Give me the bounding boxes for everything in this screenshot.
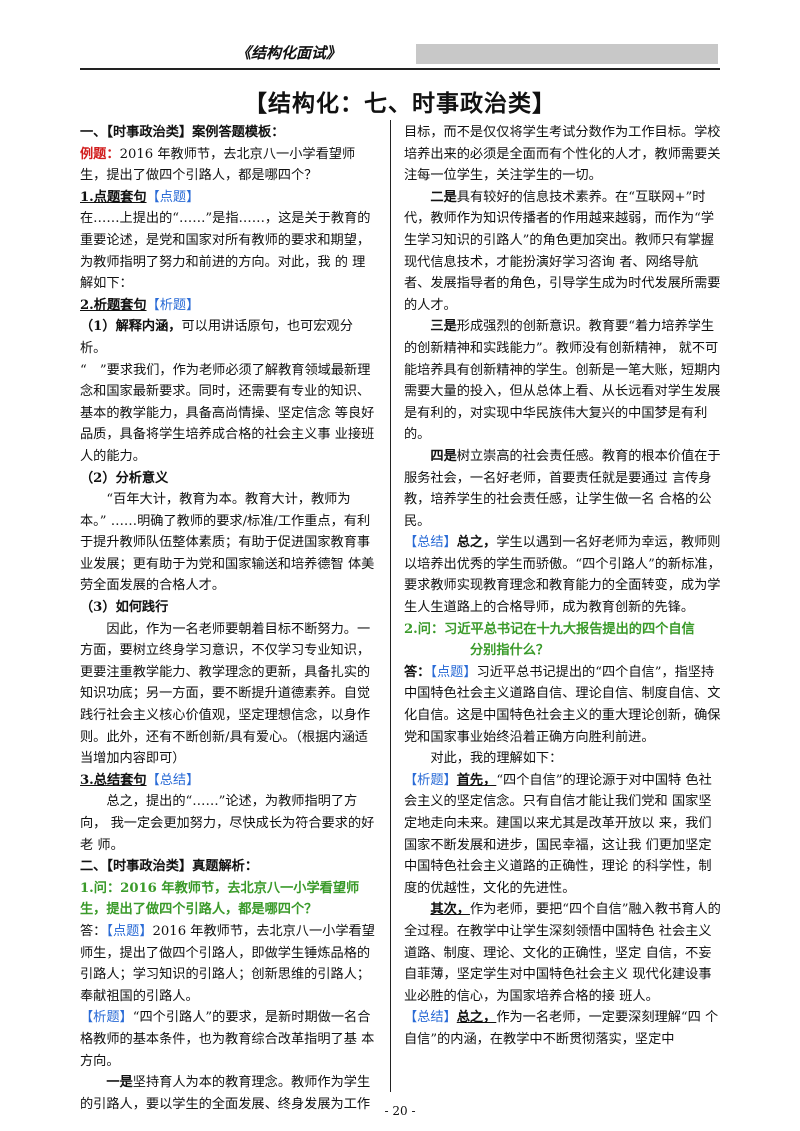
- paragraph-summary-1: 【总结】总之，学生以遇到一名好老师为幸运，教师则以培养出优秀的学生而骄傲。“四个…: [404, 532, 722, 618]
- answer-1: 答：【点题】2016 年教师节，去北京八一小学看望师生，提出了做四个引路人，即做…: [80, 921, 376, 1007]
- answer-2-text: 习近平总书记提出的“四个自信”，指坚持中国特色社会主义道路自信、理论自信、制度自…: [404, 664, 721, 745]
- header-title: 《结构化面试》: [236, 44, 342, 62]
- xiti-tag: 【析题】: [146, 297, 200, 313]
- paragraph-understanding: 对此，我的理解如下：: [430, 751, 563, 767]
- answer-2-label: 答：: [404, 664, 431, 680]
- subheading-xiti-num: 2.析题套句: [80, 297, 147, 313]
- answer-2: 答：【点题】习近平总书记提出的“四个自信”，指坚持中国特色社会主义道路自信、理论…: [404, 662, 722, 748]
- example-label: 例题：: [80, 146, 120, 162]
- answer-1-analysis: 【析题】“四个引路人”的要求，是新时期做一名合格教师的基本条件，也为教育综合改革…: [80, 1007, 376, 1072]
- point-3-lead: 三是: [430, 319, 457, 335]
- summary-1-text: 学生以遇到一名好老师为幸运，教师则以培养出优秀的学生而骄傲。“四个引路人”的新标…: [404, 535, 721, 616]
- point-3-text: 形成强烈的创新意识。教育要“着力培养学生的创新精神和实践能力”。教师没有创新精神…: [404, 319, 721, 443]
- item-meaning: （2）分析意义: [80, 468, 376, 490]
- paragraph-zongjie: 总之，提出的“……”论述，为教师指明了方向， 我一定会更加努力，尽快成长为符合要…: [80, 794, 375, 853]
- answer-1-label: 答：: [80, 923, 107, 939]
- item-practice-num: （3）: [80, 600, 116, 616]
- subheading-zongjie-num: 3.总结套句: [80, 772, 147, 788]
- point-1-lead: 一是: [106, 1075, 133, 1091]
- right-column: 目标，而不是仅仅将学生考试分数作为工作目标。学校培养出来的必须是全面而有个性化的…: [404, 122, 722, 1051]
- first-lead: 首先，: [456, 772, 497, 788]
- point-2-text: 具有较好的信息技术素养。在“互联网+”时代，教师作为知识传播者的作用越来越弱，而…: [404, 189, 721, 313]
- second-lead: 其次，: [430, 902, 470, 918]
- paragraph-point-1-cont: 目标，而不是仅仅将学生考试分数作为工作目标。学校培养出来的必须是全面而有个性化的…: [404, 125, 721, 184]
- first-text: “四个自信”的理论源于对中国特 色社会主义的坚定信念。只有自信才能让我们党和 国…: [404, 772, 712, 896]
- example-question: 例题：2016 年教师节，去北京八一小学看望师生，提出了做四个引路人，都是哪四个…: [80, 144, 376, 187]
- subheading-zongjie: 3.总结套句【总结】: [80, 770, 376, 792]
- summary-1-tag: 【总结】: [404, 535, 457, 551]
- zongjie-tag: 【总结】: [146, 772, 200, 788]
- dianti-tag: 【点题】: [146, 189, 200, 205]
- paragraph-summary-2: 【总结】总之，作为一名老师，一定要深刻理解“四 个自信”的内涵，在教学中不断贯彻…: [404, 1007, 722, 1050]
- first-tag: 【析题】: [404, 772, 457, 788]
- column-divider: [390, 120, 391, 1092]
- paragraph-meaning: “百年大计，教育为本。教育大计，教师为本。” ……明确了教师的要求/标准/工作重…: [80, 492, 375, 594]
- item-meaning-title: 分析意义: [115, 470, 169, 486]
- section-heading-template: 一、【时事政治类】案例答题模板：: [80, 125, 285, 140]
- page-title: 【结构化：七、时事政治类】: [244, 90, 556, 117]
- item-explain-title: 解释内涵，: [115, 319, 182, 335]
- item-practice-title: 如何践行: [115, 600, 169, 616]
- question-2-line-1: 2.问：习近平总书记在十九大报告提出的四个自信: [404, 621, 695, 637]
- question-1: 1.问：2016 年教师节，去北京八一小学看望师生，提出了做四个引路人，都是哪四…: [80, 880, 360, 918]
- answer-1-analysis-tag: 【析题】: [80, 1010, 133, 1026]
- paragraph-explain: “ ”要求我们，作为老师必须了解教育领域最新理念和国家最新要求。同时，还需要有专…: [80, 362, 375, 464]
- subheading-xiti: 2.析题套句【析题】: [80, 295, 376, 317]
- header-rule: [80, 68, 720, 70]
- point-2-lead: 二是: [430, 189, 457, 205]
- item-practice: （3）如何践行: [80, 597, 376, 619]
- item-meaning-num: （2）: [80, 470, 116, 486]
- summary-1-lead: 总之，: [456, 535, 497, 551]
- example-text: 2016 年教师节，去北京八一小学看望师生，提出了做四个引路人，都是哪四个？: [80, 146, 356, 184]
- paragraph-practice: 因此，作为一名老师要朝着目标不断努力。一方面，要树立终身学习意识，不仅学习专业知…: [80, 621, 371, 767]
- question-2-line-2: 分别指什么？: [470, 643, 550, 659]
- summary-2-text: 作为一名老师，一定要深刻理解“四 个自信”的内涵，在教学中不断贯彻落实，坚定中: [404, 1010, 719, 1047]
- paragraph-point-4: 四是树立崇高的社会责任感。教育的根本价值在于服务社会，一名好老师，首要责任就是要…: [404, 446, 722, 532]
- paragraph-point-2: 二是具有较好的信息技术素养。在“互联网+”时代，教师作为知识传播者的作用越来越弱…: [404, 187, 722, 317]
- summary-2-tag: 【总结】: [404, 1010, 457, 1026]
- paragraph-second: 其次，作为老师，要把“四个自信”融入教书育人的全过程。在教学中让学生深刻领悟中国…: [404, 899, 722, 1007]
- second-text: 作为老师，要把“四个自信”融入教书育人的全过程。在教学中让学生深刻领悟中国特色 …: [404, 902, 721, 1004]
- answer-1-analysis-text: “四个引路人”的要求，是新时期做一名合格教师的基本条件，也为教育综合改革指明了基…: [80, 1010, 375, 1069]
- answer-1-text: 2016 年教师节，去北京八一小学看望师生，提出了做四个引路人，即做学生锤炼品格…: [80, 923, 375, 1004]
- paragraph-first: 【析题】首先，“四个自信”的理论源于对中国特 色社会主义的坚定信念。只有自信才能…: [404, 770, 722, 900]
- answer-2-tag: 【点题】: [430, 664, 477, 680]
- answer-1-tag: 【点题】: [106, 923, 153, 939]
- section-heading-analysis: 二、【时事政治类】真题解析：: [80, 859, 259, 875]
- point-1-text: 坚持育人为本的教育理念。教师作为学生的引路人，要以学生的全面发展、终身发展为工作: [80, 1075, 371, 1112]
- left-column: 一、【时事政治类】案例答题模板： 例题：2016 年教师节，去北京八一小学看望师…: [80, 122, 376, 1115]
- summary-2-lead: 总之，: [456, 1010, 497, 1026]
- item-explain-rest: 可以用讲话原句，也可宏观分析。: [80, 319, 353, 356]
- item-explain-num: （1）: [80, 319, 116, 335]
- subheading-dianti-num: 1.点题套句: [80, 189, 147, 205]
- paragraph-point-1: 一是坚持育人为本的教育理念。教师作为学生的引路人，要以学生的全面发展、终身发展为…: [80, 1072, 376, 1115]
- item-explain: （1）解释内涵，可以用讲话原句，也可宏观分析。: [80, 316, 376, 359]
- point-4-lead: 四是: [430, 448, 457, 464]
- paragraph-dianti: 在……上提出的“……”是指……，这是关于教育的重要论述，是党和国家对所有教师的要…: [80, 211, 371, 292]
- page-number: - 20 -: [384, 1104, 416, 1118]
- paragraph-point-3: 三是形成强烈的创新意识。教育要“着力培养学生的创新精神和实践能力”。教师没有创新…: [404, 316, 722, 446]
- subheading-dianti: 1.点题套句【点题】: [80, 187, 376, 209]
- header-bar: [416, 44, 718, 64]
- point-4-text: 树立崇高的社会责任感。教育的根本价值在于服务社会，一名好老师，首要责任就是要通过…: [404, 448, 721, 529]
